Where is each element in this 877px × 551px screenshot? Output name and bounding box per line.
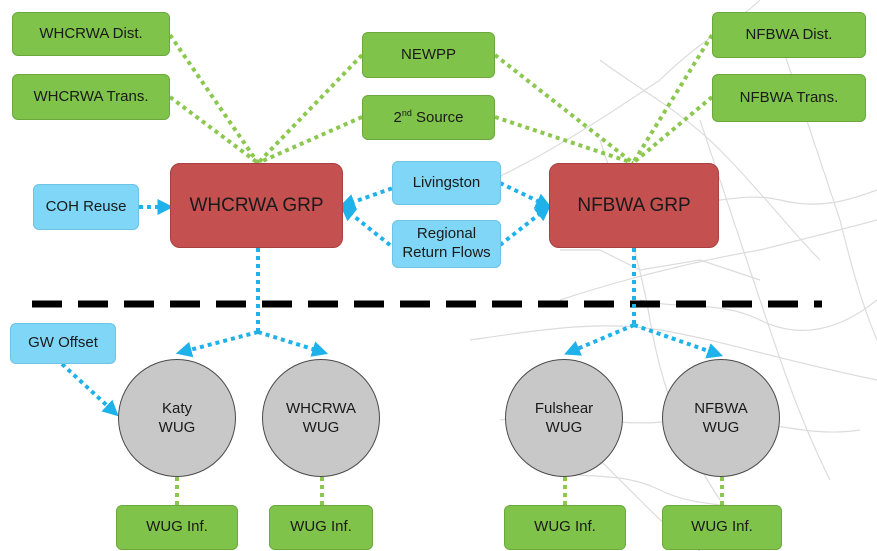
regional-return-flows-node: Regional Return Flows [392, 220, 501, 268]
whcrwa-grp-label: WHCRWA GRP [189, 194, 324, 216]
nfbwa-trans-label: NFBWA Trans. [739, 88, 839, 106]
whcrwa-wug-node: WHCRWA WUG [262, 359, 380, 477]
katy-wug-inf-node: WUG Inf. [116, 505, 238, 550]
fulshear-wug-inf-node: WUG Inf. [504, 505, 626, 550]
nfbwa-grp-node: NFBWA GRP [549, 163, 719, 248]
gw-offset-label: GW Offset [28, 334, 98, 352]
whcrwa-wug-inf-node: WUG Inf. [269, 505, 373, 550]
fulshear-wug-line2: WUG [545, 419, 583, 436]
green-connectors [168, 33, 724, 505]
nfbwa-grp-label: NFBWA GRP [577, 194, 691, 216]
katy-wug-inf-label: WUG Inf. [146, 518, 208, 536]
newpp-node: NEWPP [362, 32, 495, 78]
whcrwa-trans-label: WHCRWA Trans. [33, 87, 149, 105]
whcrwa-wug-line1: WHCRWA [286, 399, 356, 417]
livingston-label: Livingston [412, 173, 481, 191]
katy-wug-line2: WUG [158, 419, 196, 436]
whcrwa-grp-node: WHCRWA GRP [170, 163, 343, 248]
nfbwa-dist-node: NFBWA Dist. [712, 12, 866, 58]
fulshear-wug-inf-label: WUG Inf. [534, 518, 596, 536]
regional-return-line1: Regional [416, 225, 477, 243]
whcrwa-trans-node: WHCRWA Trans. [12, 74, 170, 120]
whcrwa-dist-label: WHCRWA Dist. [39, 24, 143, 42]
gw-offset-node: GW Offset [10, 323, 116, 364]
nfbwa-wug-line2: WUG [702, 419, 740, 436]
nfbwa-dist-label: NFBWA Dist. [745, 25, 833, 43]
nfbwa-wug-inf-label: WUG Inf. [691, 518, 753, 536]
katy-wug-line1: Katy [161, 399, 192, 417]
regional-return-line2: Return Flows [402, 244, 491, 261]
coh-reuse-label: COH Reuse [45, 197, 127, 215]
nfbwa-wug-inf-node: WUG Inf. [662, 505, 782, 550]
whcrwa-wug-line2: WUG [302, 419, 340, 436]
livingston-node: Livingston [392, 161, 501, 205]
blue-connectors [60, 181, 724, 417]
nfbwa-trans-node: NFBWA Trans. [712, 74, 866, 122]
coh-reuse-node: COH Reuse [33, 184, 139, 230]
nfbwa-wug-line1: NFBWA [694, 399, 748, 417]
second-source-node: 2nd Source [362, 95, 495, 140]
katy-wug-node: Katy WUG [118, 359, 236, 477]
nfbwa-wug-node: NFBWA WUG [662, 359, 780, 477]
whcrwa-dist-node: WHCRWA Dist. [12, 12, 170, 56]
fulshear-wug-node: Fulshear WUG [505, 359, 623, 477]
newpp-label: NEWPP [400, 45, 456, 63]
second-source-label: 2nd Source [393, 107, 464, 126]
fulshear-wug-line1: Fulshear [534, 399, 594, 417]
whcrwa-wug-inf-label: WUG Inf. [290, 518, 352, 536]
